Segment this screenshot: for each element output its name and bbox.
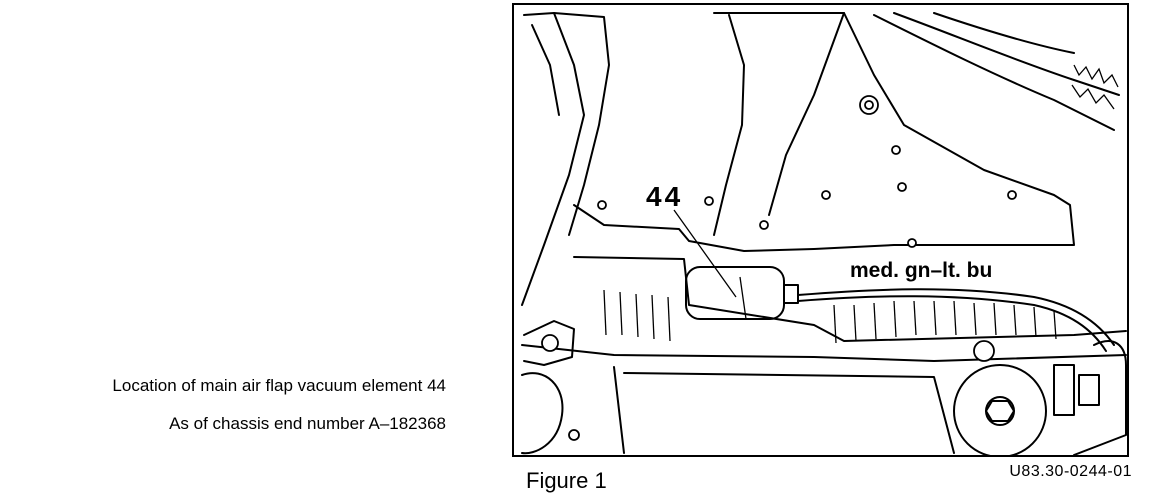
engine-bay-drawing: [521, 12, 1127, 455]
gear-outline: [1073, 64, 1119, 88]
left-frame-rail: [521, 12, 585, 306]
ribbed-housing: [573, 256, 1127, 342]
intake-panel: [573, 12, 1075, 252]
vacuum-element: [685, 266, 785, 320]
pulley: [953, 364, 1047, 455]
housing-ribs: [603, 289, 1057, 344]
wire-color-label: med. gn–lt. bu: [850, 259, 993, 282]
right-clamp: [1053, 364, 1075, 416]
upper-hose: [873, 14, 1115, 131]
figure-code: U83.30-0244-01: [1009, 463, 1132, 480]
vacuum-hose: [797, 288, 1115, 346]
lower-pipe: [521, 372, 564, 455]
caption-location: Location of main air flap vacuum element…: [112, 376, 446, 395]
left-bracket: [523, 320, 575, 366]
callout-leader: [673, 209, 737, 298]
figure-label: Figure 1: [526, 468, 607, 493]
callout-44: 44: [646, 181, 684, 212]
technical-illustration: 44 med. gn–lt. bu: [512, 3, 1129, 457]
caption-chassis-number: As of chassis end number A–182368: [169, 414, 446, 433]
